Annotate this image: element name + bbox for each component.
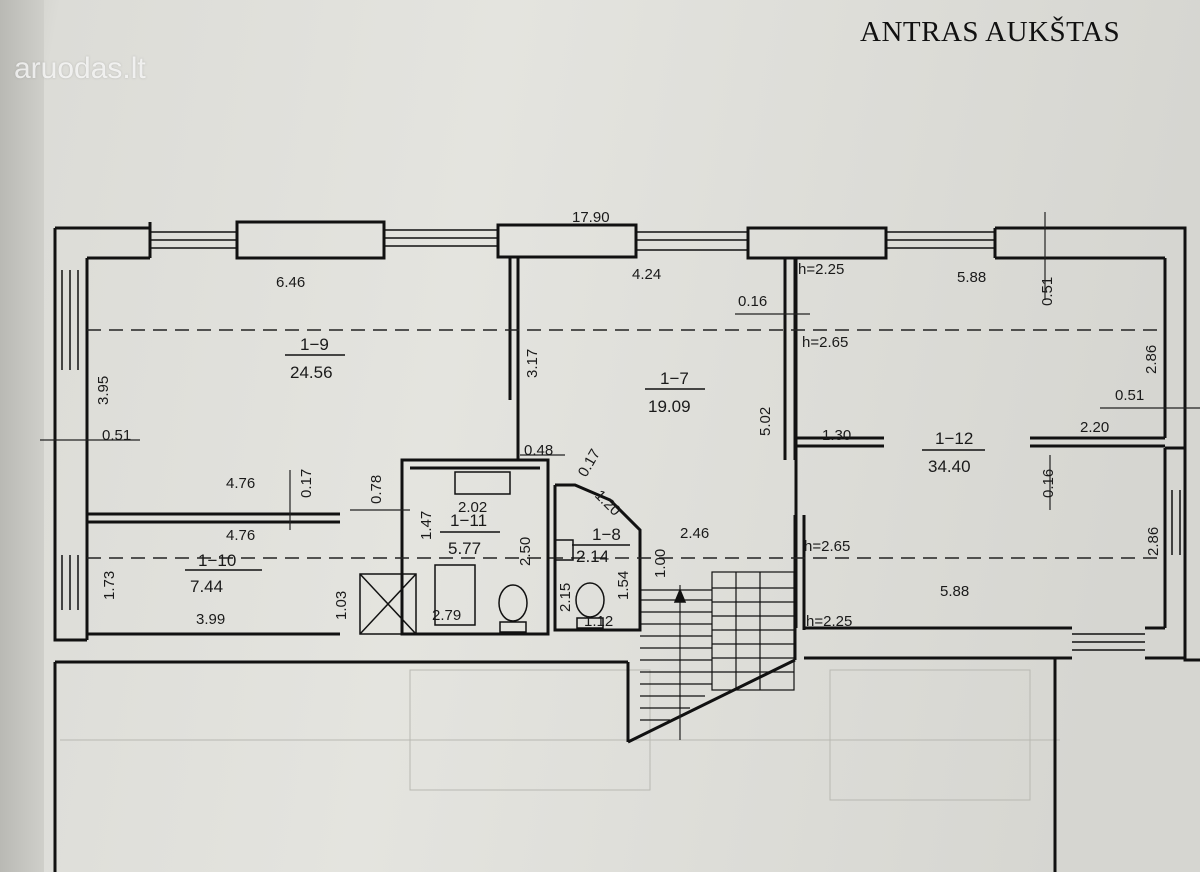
- stairs: [640, 571, 795, 721]
- height-2-25-bottom: h=2.25: [806, 613, 852, 630]
- dim-4-76-a: 4.76: [226, 475, 255, 492]
- room-1-12-area: 34.40: [928, 457, 971, 476]
- outer-walls: [53, 220, 1200, 872]
- dim-1-03: 1.03: [333, 591, 350, 620]
- height-2-65-b: h=2.65: [804, 538, 850, 555]
- dim-2-15: 2.15: [557, 583, 574, 612]
- dim-1-54: 1.54: [615, 571, 632, 600]
- dim-0-51-right: 0.51: [1115, 387, 1144, 404]
- ghost-lines: [60, 669, 1060, 801]
- dim-2-02: 2.02: [458, 499, 487, 516]
- room-1-7-id: 1−7: [660, 369, 689, 388]
- dim-0-78: 0.78: [368, 475, 385, 504]
- section-lines: [87, 329, 1165, 559]
- dim-4-76-b: 4.76: [226, 527, 255, 544]
- dim-6-46: 6.46: [276, 274, 305, 291]
- height-labels: h=2.25 h=2.65 h=2.65 h=2.25: [798, 261, 852, 630]
- dim-0-51-top: 0.51: [1039, 277, 1056, 306]
- height-2-25-top: h=2.25: [798, 261, 844, 278]
- dim-4-24: 4.24: [632, 266, 661, 283]
- toilet-bowl-1: [498, 584, 528, 622]
- dimension-lines: [40, 212, 1200, 740]
- dim-5-88-bottom: 5.88: [940, 583, 969, 600]
- dimension-labels: 17.90 6.46 4.24 5.88 0.16 0.51 0.51 1.30…: [102, 209, 1144, 630]
- room-1-10-id: 1−10: [198, 551, 236, 570]
- dim-1-12: 1.12: [584, 613, 613, 630]
- small-sink: [554, 539, 574, 561]
- toilet-bowl-2: [575, 582, 605, 618]
- page-title: ANTRAS AUKŠTAS: [860, 16, 1121, 48]
- dim-3-99: 3.99: [196, 611, 225, 628]
- dim-0-17-diag: 0.17: [575, 446, 604, 480]
- fixtures: [359, 471, 605, 635]
- dim-5-88-top: 5.88: [957, 269, 986, 286]
- stair-arrow: [673, 588, 687, 603]
- dim-2-46: 2.46: [680, 525, 709, 542]
- interior-walls: [87, 258, 1165, 636]
- dim-0-16-b: 0.16: [1040, 469, 1057, 498]
- dim-1-47: 1.47: [418, 511, 435, 540]
- dim-1-00: 1.00: [652, 549, 669, 578]
- dim-1-73: 1.73: [101, 571, 118, 600]
- dim-5-02: 5.02: [757, 407, 774, 436]
- dim-2-79: 2.79: [432, 607, 461, 624]
- room-1-8-area: 2.14: [576, 547, 609, 566]
- dim-2-50: 2.50: [517, 537, 534, 566]
- dim-2-86-a: 2.86: [1143, 345, 1160, 374]
- dim-3-17: 3.17: [524, 349, 541, 378]
- room-1-12-id: 1−12: [935, 429, 973, 448]
- sink: [454, 471, 511, 495]
- watermark-logo: aruodas.lt: [14, 52, 146, 85]
- bathtub-outline: [434, 564, 476, 626]
- dim-2-20: 2.20: [1080, 419, 1109, 436]
- dim-0-51-left: 0.51: [102, 427, 131, 444]
- paper-edge: [0, 0, 44, 872]
- dim-1-30: 1.30: [822, 427, 851, 444]
- room-1-9-id: 1−9: [300, 335, 329, 354]
- dim-2-86-b: 2.86: [1145, 527, 1162, 556]
- height-2-65-a: h=2.65: [802, 334, 848, 351]
- dim-1-20: 1.20: [591, 487, 624, 520]
- room-1-9-area: 24.56: [290, 363, 333, 382]
- dim-overall-width: 17.90: [572, 209, 610, 226]
- room-1-11-id: 1−11: [450, 511, 487, 530]
- windows: [61, 229, 1181, 651]
- dim-0-48: 0.48: [524, 442, 553, 459]
- room-1-7-area: 19.09: [648, 397, 691, 416]
- dim-3-95: 3.95: [95, 376, 112, 405]
- vertical-dimension-labels: 0.51 3.17 3.95 5.02 2.86 0.16 0.17 0.78 …: [95, 277, 1162, 620]
- room-labels: 1−9 24.56 1−7 19.09 1−12 34.40 1−10 7.44…: [185, 335, 985, 596]
- dim-0-17: 0.17: [298, 469, 315, 498]
- dim-0-16-a: 0.16: [738, 293, 767, 310]
- room-1-8-id: 1−8: [592, 525, 621, 544]
- room-1-10-area: 7.44: [190, 577, 223, 596]
- room-1-11-area: 5.77: [448, 539, 481, 558]
- shower-tray: [359, 573, 417, 635]
